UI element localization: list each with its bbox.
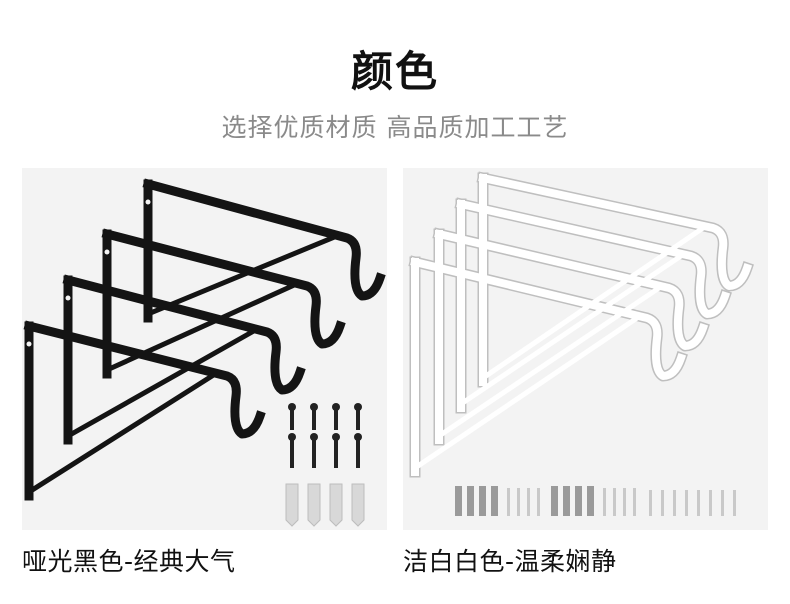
black-option-caption: 哑光黑色-经典大气 xyxy=(22,547,236,576)
white-bracket-illustration xyxy=(408,171,754,516)
white-bracket-image xyxy=(403,168,768,530)
white-option-caption: 洁白白色-温柔娴静 xyxy=(403,547,617,576)
screw-icon xyxy=(288,403,362,468)
screw-icon xyxy=(455,486,736,516)
black-bracket-image xyxy=(22,168,387,530)
page-subtitle: 选择优质材质 高品质加工工艺 xyxy=(221,113,569,142)
page-title: 颜色 xyxy=(350,47,439,96)
black-bracket-illustration xyxy=(23,178,386,527)
wall-anchor-icon xyxy=(285,483,365,527)
